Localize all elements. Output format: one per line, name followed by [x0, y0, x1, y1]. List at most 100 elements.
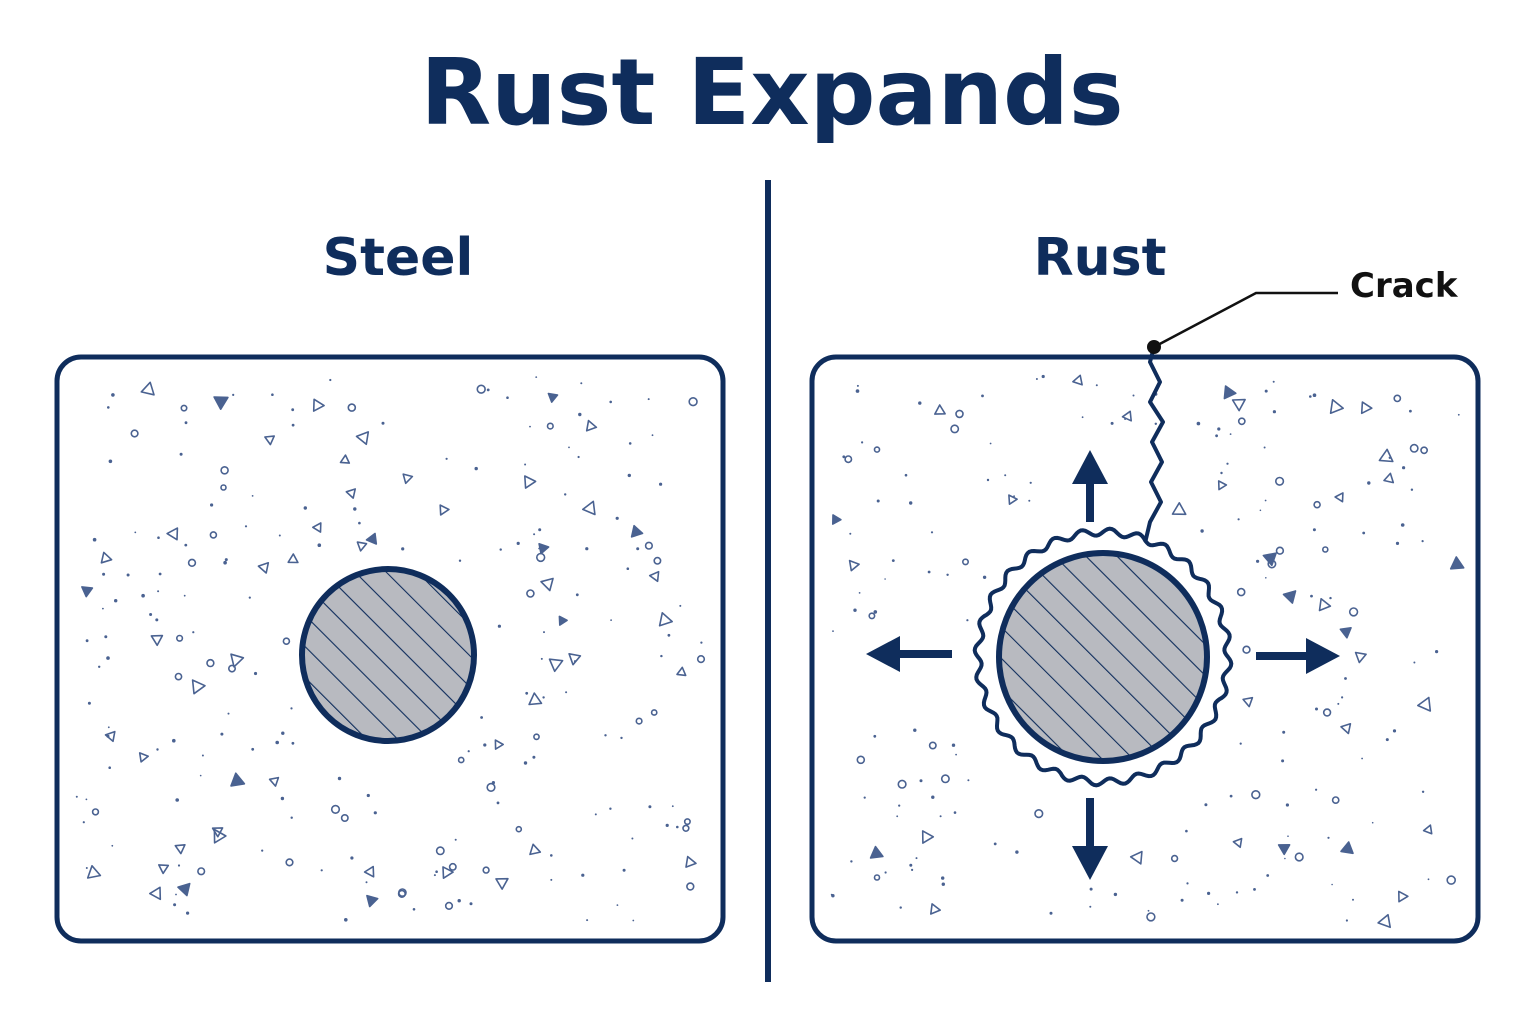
aggregate-speckle — [1409, 443, 1419, 453]
aggregate-speckle — [525, 691, 529, 695]
aggregate-speckle — [104, 730, 116, 743]
aggregate-speckle — [933, 404, 946, 415]
aggregate-speckle — [81, 586, 94, 598]
aggregate-speckle — [1393, 394, 1402, 403]
aggregate-speckle — [439, 504, 450, 516]
aggregate-speckle — [1360, 401, 1373, 415]
aggregate-speckle — [667, 633, 671, 637]
aggregate-speckle — [157, 590, 160, 593]
aggregate-speckle — [180, 404, 188, 412]
arrow-up-icon — [1072, 450, 1108, 522]
aggregate-speckle — [696, 654, 706, 664]
aggregate-speckle — [1294, 852, 1304, 862]
aggregate-speckle — [610, 619, 612, 621]
aggregate-speckle — [1334, 492, 1344, 503]
aggregate-speckle — [199, 774, 202, 777]
aggregate-speckle — [542, 696, 545, 699]
aggregate-speckle — [568, 446, 570, 449]
aggregate-speckle — [897, 779, 907, 789]
aggregate-speckle — [993, 842, 997, 846]
aggregate-speckle — [486, 388, 490, 392]
aggregate-speckle — [1362, 531, 1366, 535]
aggregate-speckle — [1220, 471, 1223, 475]
aggregate-speckle — [683, 818, 691, 826]
aggregate-speckle — [365, 881, 368, 884]
aggregate-speckle — [1204, 803, 1208, 807]
aggregate-speckle — [433, 874, 436, 877]
aggregate-speckle — [876, 499, 880, 503]
aggregate-speckle — [873, 874, 881, 881]
aggregate-speckle — [435, 846, 445, 856]
aggregate-speckle — [651, 434, 654, 437]
aggregate-speckle — [356, 541, 368, 552]
aggregate-speckle — [568, 652, 582, 666]
aggregate-speckle — [850, 860, 853, 863]
aggregate-speckle — [228, 664, 237, 673]
aggregate-speckle — [201, 754, 204, 757]
aggregate-speckle — [1089, 905, 1092, 908]
aggregate-speckle — [474, 466, 478, 471]
aggregate-speckle — [442, 866, 454, 880]
aggregate-speckle — [856, 755, 866, 765]
aggregate-speckle — [918, 401, 922, 405]
page-title: Rust Expands — [420, 39, 1123, 146]
aggregate-speckle — [311, 522, 322, 533]
callout-dot — [1147, 340, 1161, 354]
aggregate-speckle — [1340, 841, 1354, 855]
aggregate-speckle — [486, 782, 496, 793]
aggregate-speckle — [913, 728, 917, 732]
aggregate-speckle — [526, 589, 535, 598]
aggregate-speckle — [1281, 759, 1285, 763]
aggregate-speckle — [244, 525, 248, 528]
aggregate-speckle — [931, 795, 935, 799]
aggregate-speckle — [622, 868, 626, 872]
aggregate-speckle — [1318, 597, 1332, 612]
aggregate-speckle — [282, 637, 291, 646]
aggregate-speckle — [939, 815, 942, 818]
aggregate-speckle — [107, 406, 110, 409]
aggregate-speckle — [1392, 729, 1397, 733]
aggregate-speckle — [1449, 556, 1465, 570]
aggregate-speckle — [187, 558, 197, 567]
aggregate-speckle — [130, 429, 139, 438]
aggregate-speckle — [523, 761, 528, 765]
aggregate-speckle — [1398, 890, 1409, 903]
aggregate-speckle — [1256, 559, 1260, 563]
aggregate-speckle — [177, 882, 191, 897]
arrow-left-icon — [866, 636, 952, 672]
aggregate-speckle — [1229, 794, 1233, 798]
aggregate-speckle — [499, 548, 502, 551]
aggregate-speckle — [173, 903, 177, 907]
aggregate-speckle — [616, 904, 619, 906]
aggregate-speckle — [538, 528, 542, 532]
aggregate-speckle — [523, 475, 537, 489]
aggregate-speckle — [1265, 577, 1267, 579]
aggregate-speckle — [268, 776, 280, 787]
aggregate-speckle — [158, 864, 170, 875]
aggregate-speckle — [1402, 466, 1406, 470]
aggregate-speckle — [157, 536, 160, 539]
aggregate-speckle — [1129, 850, 1143, 865]
aggregate-speckle — [220, 465, 229, 475]
aggregate-speckle — [1410, 488, 1414, 491]
aggregate-speckle — [448, 862, 457, 871]
aggregate-speckle — [648, 805, 652, 809]
aggregate-speckle — [538, 547, 540, 550]
aggregate-speckle — [183, 594, 186, 597]
aggregate-speckle — [1072, 374, 1083, 386]
aggregate-speckle — [211, 827, 224, 838]
aggregate-speckle — [1282, 730, 1286, 734]
aggregate-speckle — [904, 473, 908, 477]
aggregate-speckle — [140, 381, 155, 396]
aggregate-speckle — [1275, 546, 1285, 555]
aggregate-speckle — [1341, 696, 1344, 699]
aggregate-speckle — [1331, 883, 1333, 886]
aggregate-speckle — [659, 482, 663, 486]
aggregate-speckle — [1008, 494, 1018, 506]
aggregate-speckle — [1034, 808, 1044, 819]
aggregate-speckle — [896, 815, 899, 818]
aggregate-speckle — [1235, 891, 1239, 894]
aggregate-speckle — [550, 878, 553, 881]
aggregate-speckle — [184, 421, 188, 425]
aggregate-speckle — [1345, 919, 1348, 922]
